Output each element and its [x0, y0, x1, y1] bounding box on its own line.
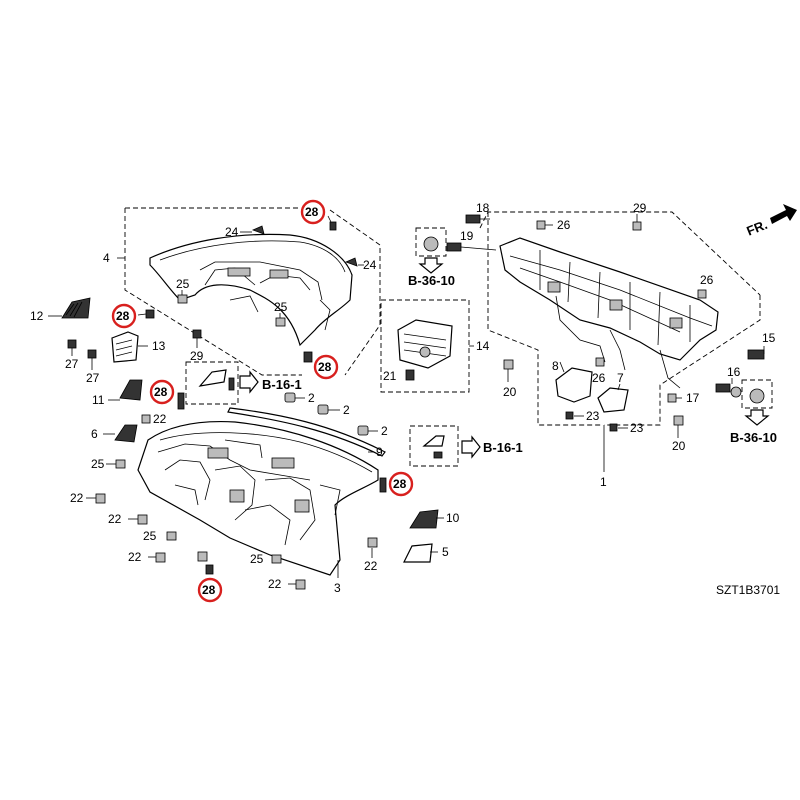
highlight-28-bottom	[197, 577, 223, 603]
label-28-pad: 28	[318, 360, 332, 374]
label-25a: 25	[176, 277, 190, 291]
label-25b: 25	[274, 300, 288, 314]
label-22f: 22	[364, 559, 378, 573]
label-25d: 25	[143, 529, 157, 543]
label-23a: 23	[586, 409, 600, 423]
label-7: 7	[617, 371, 624, 385]
label-22d: 22	[128, 550, 142, 564]
label-26c: 26	[592, 371, 606, 385]
front-direction-indicator: FR.	[744, 204, 797, 239]
label-2c: 2	[381, 424, 388, 438]
label-14: 14	[476, 339, 490, 353]
upper-panel-group: 4 24 24 25 25 28 28	[103, 199, 381, 380]
module-14-group: 21 14	[380, 299, 490, 393]
side-covers-group: 10 5	[403, 509, 460, 563]
label-1: 1	[600, 475, 607, 489]
label-24b: 24	[363, 258, 377, 272]
clip-2-group: 2 2 2	[284, 391, 388, 438]
label-2b: 2	[343, 403, 350, 417]
label-28-left: 28	[154, 385, 168, 399]
diagram-code: SZT1B3701	[716, 583, 780, 597]
label-27b: 27	[86, 371, 100, 385]
label-23b: 23	[630, 421, 644, 435]
label-29b: 29	[633, 201, 647, 215]
highlight-28-vent	[111, 303, 137, 329]
b36-10-arrow-icon-right	[744, 409, 770, 426]
label-9: 9	[376, 445, 383, 459]
label-29a: 29	[190, 349, 204, 363]
label-19: 19	[460, 229, 474, 243]
label-28-top: 28	[305, 205, 319, 219]
ref-b36-10-right: B-36-10	[730, 430, 777, 445]
label-5: 5	[442, 545, 449, 559]
ref-b16-1-middle: B-16-1	[483, 440, 523, 455]
lower-dashboard-group: 9 3 28 28 25 25 25 22	[70, 407, 414, 603]
highlight-28-left	[149, 379, 175, 405]
left-vents-group: 12 28 13 27 27 29 11 28 6 22	[30, 297, 204, 443]
b16-1-box-middle: B-16-1	[409, 425, 523, 467]
label-15: 15	[762, 331, 776, 345]
label-21: 21	[383, 369, 397, 383]
highlight-28-pad	[313, 354, 339, 380]
label-28-bottom: 28	[202, 583, 216, 597]
label-22b: 22	[70, 491, 84, 505]
hanger-beam-group: 1 18 19 26 26 26 29 15	[446, 201, 776, 489]
label-28-vent: 28	[116, 309, 130, 323]
highlight-28-dash	[388, 471, 414, 497]
label-3: 3	[334, 581, 341, 595]
highlight-28-top	[300, 199, 326, 225]
front-label: FR.	[744, 217, 769, 239]
front-arrow-icon	[770, 204, 797, 224]
label-17: 17	[686, 391, 700, 405]
label-25e: 25	[250, 552, 264, 566]
label-11: 11	[92, 393, 105, 407]
label-16: 16	[727, 365, 741, 379]
label-22e: 22	[268, 577, 282, 591]
ref-b36-10-top: B-36-10	[408, 273, 455, 288]
label-24a: 24	[225, 225, 239, 239]
label-26a: 26	[557, 218, 571, 232]
label-26b: 26	[700, 273, 714, 287]
label-4: 4	[103, 251, 110, 265]
ref-b16-1-upper: B-16-1	[262, 377, 302, 392]
label-13: 13	[152, 339, 166, 353]
label-18: 18	[476, 201, 490, 215]
label-8: 8	[552, 359, 559, 373]
label-27a: 27	[65, 357, 79, 371]
label-2a: 2	[308, 391, 315, 405]
label-22a: 22	[153, 412, 167, 426]
label-20a: 20	[503, 385, 517, 399]
label-25c: 25	[91, 457, 105, 471]
label-20b: 20	[672, 439, 686, 453]
label-6: 6	[91, 427, 98, 441]
label-12: 12	[30, 309, 44, 323]
b16-1-arrow-icon-2	[461, 435, 481, 459]
b36-10-arrow-icon-top	[418, 257, 444, 274]
label-22c: 22	[108, 512, 122, 526]
b36-10-ref-right: B-36-10	[730, 379, 777, 445]
b36-10-ref-top: B-36-10	[408, 227, 455, 288]
b16-1-box-upper: B-16-1	[185, 361, 302, 405]
b16-1-arrow-icon	[239, 370, 259, 394]
label-28-dash: 28	[393, 477, 407, 491]
label-10: 10	[446, 511, 460, 525]
